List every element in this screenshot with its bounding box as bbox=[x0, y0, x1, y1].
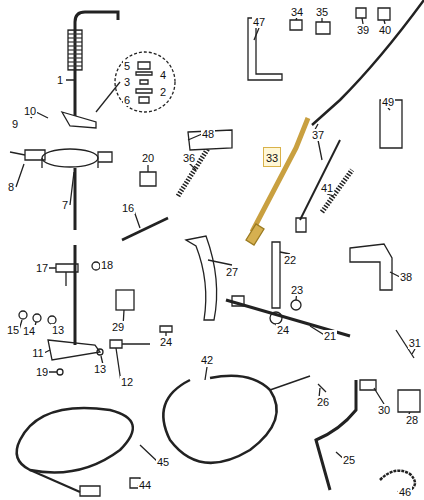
callout-number: 47 bbox=[252, 16, 266, 28]
callout-number: 19 bbox=[35, 366, 49, 378]
callout-number: 18 bbox=[100, 259, 114, 271]
callout-number: 11 bbox=[31, 347, 44, 359]
callout-number: 46 bbox=[398, 486, 412, 498]
callout-number: 34 bbox=[290, 6, 304, 18]
callout-number: 48 bbox=[201, 128, 215, 140]
callout-number: 17 bbox=[35, 262, 49, 274]
callout-number: 2 bbox=[159, 86, 167, 98]
callout-number: 16 bbox=[121, 202, 135, 214]
callout-number: 35 bbox=[315, 6, 329, 18]
callout-number: 13 bbox=[51, 324, 65, 336]
callout-number: 24 bbox=[159, 336, 173, 348]
callout-number: 25 bbox=[342, 454, 356, 466]
callout-number: 38 bbox=[399, 271, 413, 283]
callout-number: 49 bbox=[381, 96, 395, 108]
callout-number: 42 bbox=[200, 354, 214, 366]
callout-number: 29 bbox=[111, 321, 125, 333]
callout-number: 10 bbox=[23, 105, 37, 117]
callout-number: 5 bbox=[123, 60, 131, 72]
highlighted-callout: 33 bbox=[263, 147, 281, 167]
callout-number: 45 bbox=[156, 456, 170, 468]
callout-number: 41 bbox=[320, 182, 334, 194]
callout-number: 6 bbox=[123, 94, 131, 106]
callout-number: 8 bbox=[7, 181, 15, 193]
callout-number: 36 bbox=[182, 152, 196, 164]
callout-number: 39 bbox=[356, 24, 370, 36]
callout-number: 24 bbox=[276, 324, 290, 336]
callout-number: 21 bbox=[323, 330, 337, 342]
callout-number: 30 bbox=[377, 404, 391, 416]
callout-number: 3 bbox=[123, 76, 131, 88]
callout-number: 9 bbox=[11, 118, 19, 130]
callout-number: 7 bbox=[61, 199, 69, 211]
callout-number: 4 bbox=[159, 69, 167, 81]
callout-number: 1 bbox=[56, 74, 64, 86]
callout-number: 28 bbox=[405, 414, 419, 426]
callout-number: 33 bbox=[266, 152, 278, 164]
callout-number: 20 bbox=[141, 152, 155, 164]
callout-number: 40 bbox=[378, 24, 392, 36]
callout-number: 31 bbox=[408, 337, 422, 349]
callout-number: 14 bbox=[22, 325, 36, 337]
callout-number: 15 bbox=[6, 324, 20, 336]
callout-number: 27 bbox=[225, 266, 239, 278]
callout-number: 37 bbox=[311, 129, 325, 141]
callout-number: 44 bbox=[138, 479, 152, 491]
callout-number: 26 bbox=[316, 396, 330, 408]
callout-number: 22 bbox=[283, 254, 297, 266]
callout-number: 13 bbox=[93, 363, 107, 375]
callout-number: 23 bbox=[290, 284, 304, 296]
callout-number: 12 bbox=[120, 376, 134, 388]
